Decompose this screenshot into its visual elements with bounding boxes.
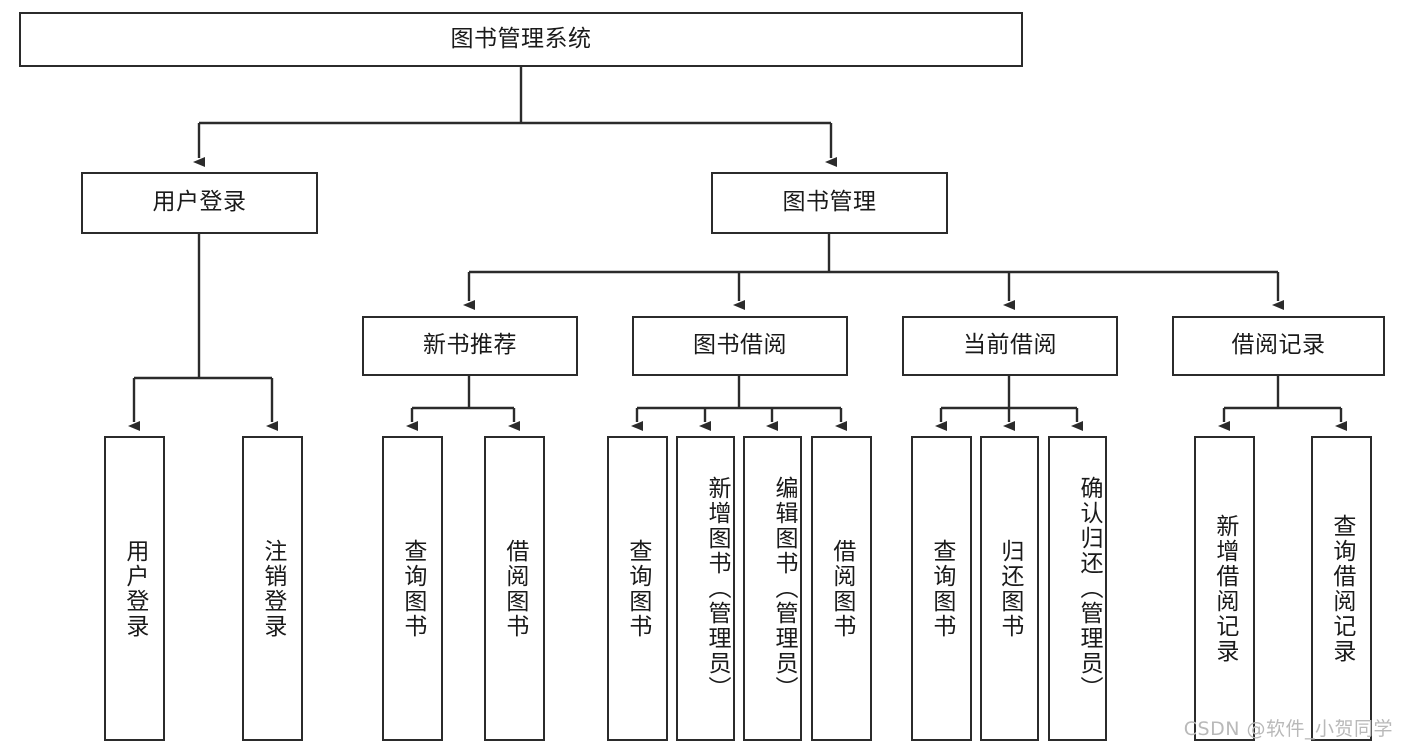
node-label: 查询图书 bbox=[928, 538, 955, 639]
leaf-borrow-query-book[interactable]: 查询图书 bbox=[607, 436, 668, 741]
node-label: 图书借阅 bbox=[693, 332, 787, 359]
node-borrow-record[interactable]: 借阅记录 bbox=[1172, 316, 1385, 376]
node-label: 查询借阅记录 bbox=[1328, 513, 1355, 664]
node-label: 图书管理 bbox=[782, 189, 877, 216]
leaf-recommend-query-book[interactable]: 查询图书 bbox=[382, 436, 443, 741]
leaf-current-confirm-return[interactable]: 确认归还（管理员） bbox=[1048, 436, 1107, 741]
node-label: 借阅图书 bbox=[828, 538, 855, 639]
watermark-text: CSDN @软件_小贺同学 bbox=[1183, 718, 1393, 740]
node-label: 新增图书（管理员） bbox=[704, 476, 730, 701]
node-root-system[interactable]: 图书管理系统 bbox=[19, 12, 1023, 67]
leaf-borrow-edit-book[interactable]: 编辑图书（管理员） bbox=[743, 436, 802, 741]
leaf-record-add-record[interactable]: 新增借阅记录 bbox=[1194, 436, 1255, 741]
node-label: 当前借阅 bbox=[963, 332, 1057, 359]
node-label: 编辑图书（管理员） bbox=[771, 476, 797, 701]
node-label: 图书管理系统 bbox=[450, 25, 592, 52]
node-current-borrow[interactable]: 当前借阅 bbox=[902, 316, 1118, 376]
node-book-management[interactable]: 图书管理 bbox=[711, 172, 948, 234]
node-label: 注销登录 bbox=[259, 538, 286, 639]
node-label: 查询图书 bbox=[624, 538, 651, 639]
leaf-borrow-add-book[interactable]: 新增图书（管理员） bbox=[676, 436, 735, 741]
node-label: 新增借阅记录 bbox=[1211, 513, 1238, 664]
node-book-borrow[interactable]: 图书借阅 bbox=[632, 316, 848, 376]
node-label: 借阅记录 bbox=[1231, 332, 1326, 359]
node-label: 用户登录 bbox=[121, 538, 148, 639]
node-new-book-recommend[interactable]: 新书推荐 bbox=[362, 316, 578, 376]
node-label: 用户登录 bbox=[152, 189, 247, 216]
node-label: 确认归还（管理员） bbox=[1076, 476, 1102, 701]
node-label: 借阅图书 bbox=[501, 538, 528, 639]
leaf-user-login-login[interactable]: 用户登录 bbox=[104, 436, 165, 741]
leaf-record-query-record[interactable]: 查询借阅记录 bbox=[1311, 436, 1372, 741]
leaf-current-query-book[interactable]: 查询图书 bbox=[911, 436, 972, 741]
node-label: 新书推荐 bbox=[423, 332, 517, 359]
leaf-current-return-book[interactable]: 归还图书 bbox=[980, 436, 1039, 741]
node-label: 查询图书 bbox=[399, 538, 426, 639]
leaf-user-login-logout[interactable]: 注销登录 bbox=[242, 436, 303, 741]
leaf-recommend-borrow-book[interactable]: 借阅图书 bbox=[484, 436, 545, 741]
node-label: 归还图书 bbox=[996, 538, 1023, 639]
node-user-login[interactable]: 用户登录 bbox=[81, 172, 318, 234]
leaf-borrow-borrow-book[interactable]: 借阅图书 bbox=[811, 436, 872, 741]
